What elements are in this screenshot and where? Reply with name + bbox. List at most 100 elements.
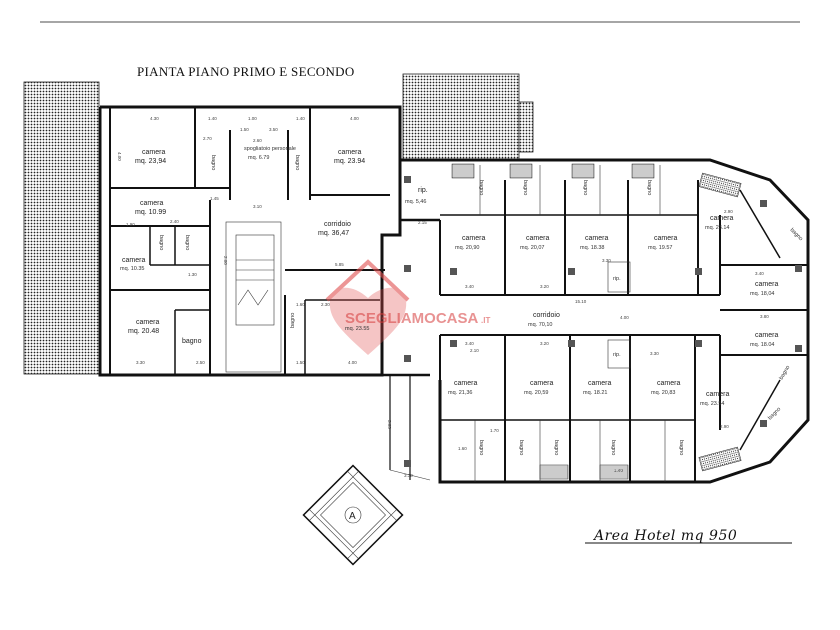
room-area: mq. 20,90 [455,245,479,251]
dimension-label: 2.70 [203,136,212,141]
room-name: corridoio [533,312,560,319]
dimension-label: 1.30 [188,272,197,277]
stair-a-marker [344,506,362,524]
room-area: mq. 18.04 [750,342,774,348]
dimension-label: 2.90 [724,209,733,214]
dimension-label: 2.30 [321,302,330,307]
dimension-label: 1.00 [248,116,257,121]
room-area: mq. 23.14 [705,225,729,231]
dimension-label: 3.20 [540,341,549,346]
room-area: mq. 18,04 [750,291,774,297]
dimension-label: 3.40 [465,341,474,346]
room-area: mq. 6.79 [248,155,269,161]
dimension-label: 4.00 [348,360,357,365]
room-name: camera [142,149,165,156]
room-name: camera [526,235,549,242]
room-name: bagno [582,180,588,195]
watermark-suffix: .IT [481,316,490,325]
room-area: mq. 18.21 [583,390,607,396]
room-name: bagno [478,440,484,455]
room-name: camera [706,391,729,398]
dimension-label: 2.15 [418,220,427,225]
room-name: bagno [182,338,202,345]
room-name: bagno [158,235,164,250]
room-name: camera [654,235,677,242]
room-area: mq. 20,07 [520,245,544,251]
room-name: camera [530,380,553,387]
dimension-label: 3.30 [602,258,611,263]
dimension-label: 2.50 [196,360,205,365]
room-name: bagno [610,440,616,455]
west-block [98,105,402,377]
room-area: mq. 18.38 [580,245,604,251]
room-name: camera [710,215,733,222]
room-name: bagno [678,440,684,455]
room-name: bagno [789,227,804,242]
room-area: mq. 70,10 [528,322,552,328]
dimension-label: 3.30 [404,473,413,478]
dimension-label: 4.00 [620,315,629,320]
stair-a-label: A [349,511,356,522]
dimension-label: 2.10 [470,348,479,353]
dimension-label: 1.70 [490,428,499,433]
room-name: bagno [522,180,528,195]
dimension-label: 2.60 [253,138,262,143]
terrace-step [518,101,534,153]
room-name: camera [338,149,361,156]
room-name: camera [755,332,778,339]
room-name: rip. [418,187,428,194]
dimension-label: 5.85 [335,262,344,267]
room-name: spogliatoio personale [244,146,296,152]
room-name: bagno [518,440,524,455]
room-name: bagno [210,155,216,170]
room-area: mq. 10.99 [135,209,166,216]
room-area: mq. 20.48 [128,328,159,335]
dimension-label: 3.10 [253,204,262,209]
dimension-label: 3.65 [387,420,392,429]
left-terrace [23,81,100,375]
dimension-label: 1.90 [126,222,135,227]
room-area: mq. 19.57 [648,245,672,251]
dimension-label: 4.00 [117,152,122,161]
room-area: mq. 20,83 [651,390,675,396]
east-block [398,158,810,484]
dimension-label: 1.40 [208,116,217,121]
room-name: corridoio [324,221,351,228]
dimension-label: 15.10 [575,299,587,304]
room-name: rip. [613,276,621,282]
dimension-label: 1.40 [614,468,623,473]
room-area: mq. 23,94 [135,158,166,165]
dimension-label: 2.40 [170,219,179,224]
stair-a [302,464,404,566]
room-name: camera [657,380,680,387]
dimension-label: 2.00 [223,256,228,265]
room-name: camera [122,257,145,264]
dimension-label: 4.00 [350,116,359,121]
dimension-label: 3.40 [465,284,474,289]
link-block [382,218,440,481]
dimension-label: 1.45 [210,196,219,201]
room-name: bagno [478,180,484,195]
dimension-label: 3.20 [540,284,549,289]
dimension-label: 3.40 [755,271,764,276]
dimension-label: 1.60 [458,446,467,451]
dimension-label: 2.90 [720,424,729,429]
room-name: bagno [553,440,559,455]
room-area: mq. 21,36 [448,390,472,396]
room-area: mq. 10.35 [120,266,144,272]
room-name: camera [588,380,611,387]
dimension-label: 1.60 [296,302,305,307]
room-area: mq. 23.54 [700,401,724,407]
room-name: bagno [290,313,296,328]
room-name: bagno [294,155,300,170]
room-name: camera [462,235,485,242]
dimension-label: 4.30 [150,116,159,121]
top-terrace [402,73,520,161]
room-area: mq. 5,46 [405,199,426,205]
room-area: mq. 20,59 [524,390,548,396]
room-name: bagno [767,406,782,421]
room-labels: camera mq. 23,94 bagno spogliatoio perso… [120,146,804,455]
room-area: mq. 23.94 [334,158,365,165]
room-area: mq. 23.55 [345,326,369,332]
dimension-labels: 4.30 1.40 1.00 1.40 4.00 2.70 1.50 3.50 … [117,116,769,478]
